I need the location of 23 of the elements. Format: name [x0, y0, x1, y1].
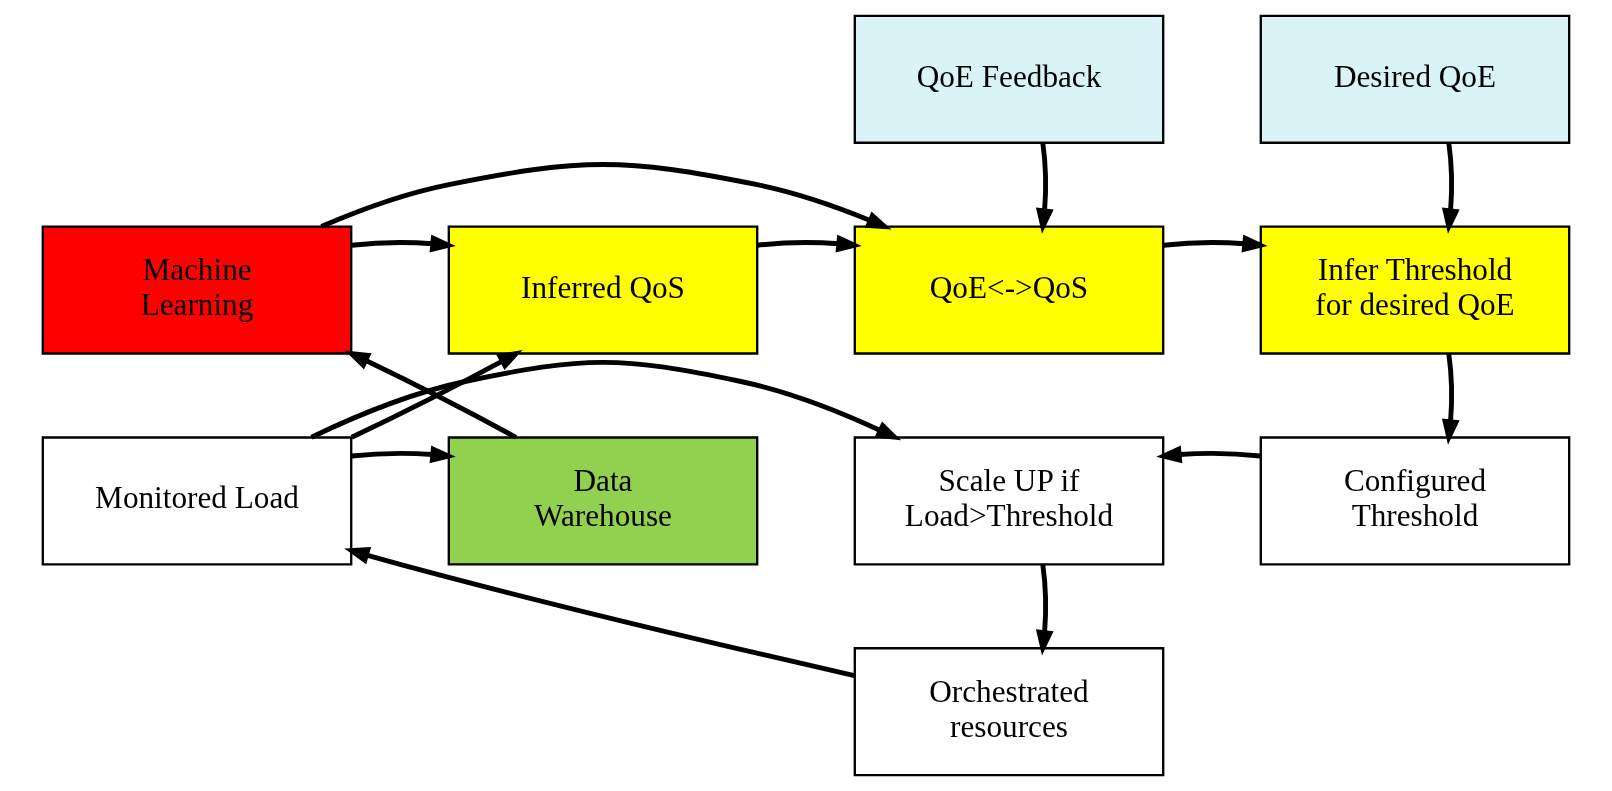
arrow [1163, 234, 1268, 253]
arrow [1156, 445, 1261, 464]
node-box: Monitored Load [41, 436, 353, 566]
arrow [351, 234, 456, 253]
node-box: Configured Threshold [1259, 436, 1571, 566]
arrow [344, 547, 855, 678]
node-box: QoE Feedback [853, 14, 1165, 144]
arrow [1441, 142, 1460, 234]
node-box: Machine Learning [41, 225, 353, 355]
arrow [310, 360, 902, 441]
node-box: Inferred QoS [447, 225, 759, 355]
node-box: Infer Threshold for desired QoE [1259, 225, 1571, 355]
arrow [757, 234, 862, 253]
node-box: QoE<->QoS [853, 225, 1165, 355]
arrow [1035, 564, 1054, 656]
arrow [320, 162, 892, 230]
arrow [1035, 142, 1054, 234]
node-box: Orchestrated resources [853, 647, 1165, 777]
arrow [1441, 353, 1460, 445]
node-box: Desired QoE [1259, 14, 1571, 144]
arrow [351, 445, 456, 464]
node-box: Data Warehouse [447, 436, 759, 566]
node-box: Scale UP if Load>Threshold [853, 436, 1165, 566]
